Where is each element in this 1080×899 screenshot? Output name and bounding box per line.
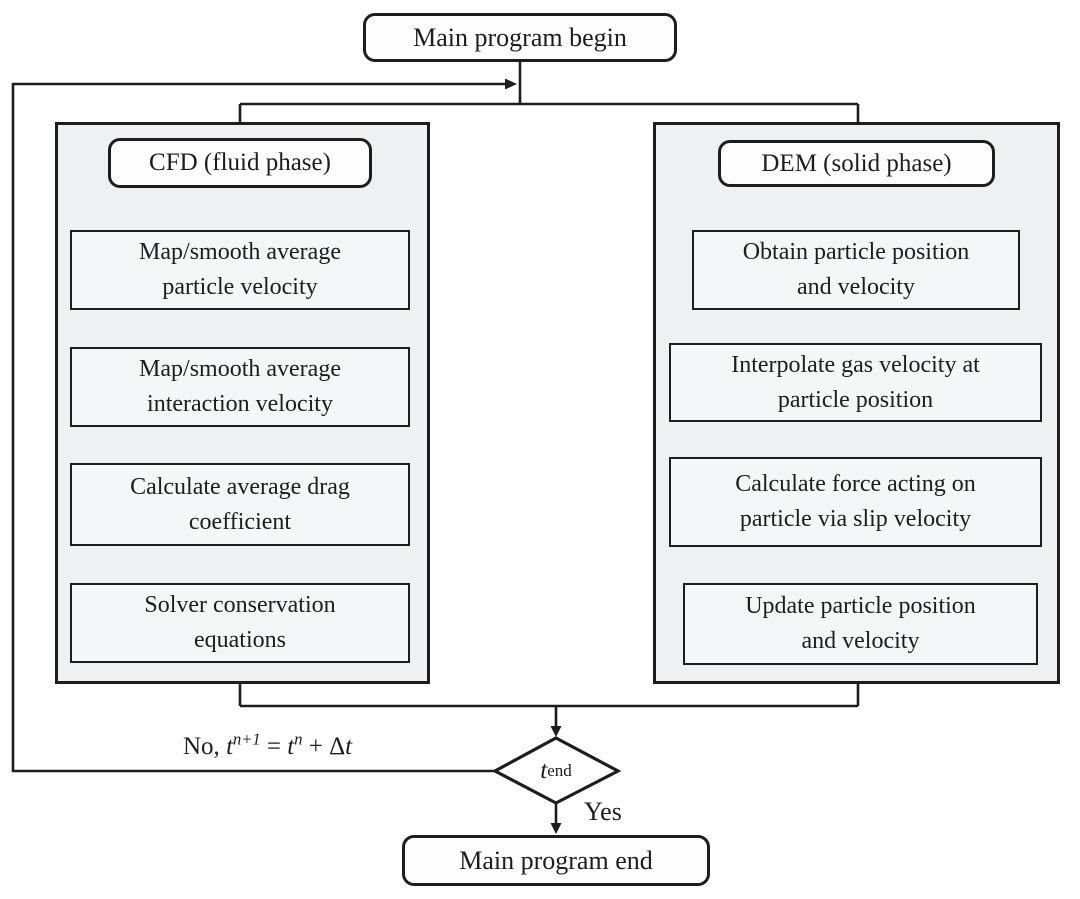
cfd-step-label: Map/smooth average particle velocity [139, 239, 341, 300]
edge-yes-to-end [550, 803, 562, 834]
dem-step-calculate-force: Calculate force acting on particle via s… [669, 457, 1042, 547]
dem-step-interpolate-velocity: Interpolate gas velocity at particle pos… [669, 343, 1042, 422]
end-label: Main program end [459, 845, 653, 875]
dem-step-label: Update particle position and velocity [745, 593, 976, 654]
dem-header-label: DEM (solid phase) [761, 149, 952, 177]
cfd-step-label: Solver conservation equations [144, 592, 336, 653]
cfd-step-map-particle-velocity: Map/smooth average particle velocity [70, 230, 410, 310]
cfd-step-calculate-drag: Calculate average drag coefficient [70, 463, 410, 546]
cfd-step-label: Map/smooth average interaction velocity [139, 356, 341, 417]
cfd-step-label: Calculate average drag coefficient [130, 473, 350, 535]
dem-step-update-position: Update particle position and velocity [683, 583, 1038, 665]
dem-header-node: DEM (solid phase) [718, 140, 995, 187]
edge-to-decision [550, 706, 562, 737]
begin-label: Main program begin [413, 22, 627, 52]
dem-step-label: Interpolate gas velocity at particle pos… [731, 351, 980, 413]
dem-step-label: Calculate force acting on particle via s… [735, 471, 976, 532]
decision-variable: t [540, 756, 548, 784]
dem-step-obtain-position: Obtain particle position and velocity [692, 230, 1020, 310]
end-node: Main program end [402, 835, 710, 886]
cfd-step-solver-equations: Solver conservation equations [70, 583, 410, 663]
cfd-step-map-interaction-velocity: Map/smooth average interaction velocity [70, 347, 410, 427]
cfd-header-label: CFD (fluid phase) [149, 149, 331, 176]
yes-branch-label: Yes [584, 797, 622, 826]
cfd-header-node: CFD (fluid phase) [108, 138, 372, 188]
begin-node: Main program begin [363, 13, 677, 62]
dem-step-label: Obtain particle position and velocity [742, 239, 970, 300]
decision-diamond [491, 736, 622, 805]
no-branch-label: No, tn+1 = tn + Δt [183, 729, 353, 760]
